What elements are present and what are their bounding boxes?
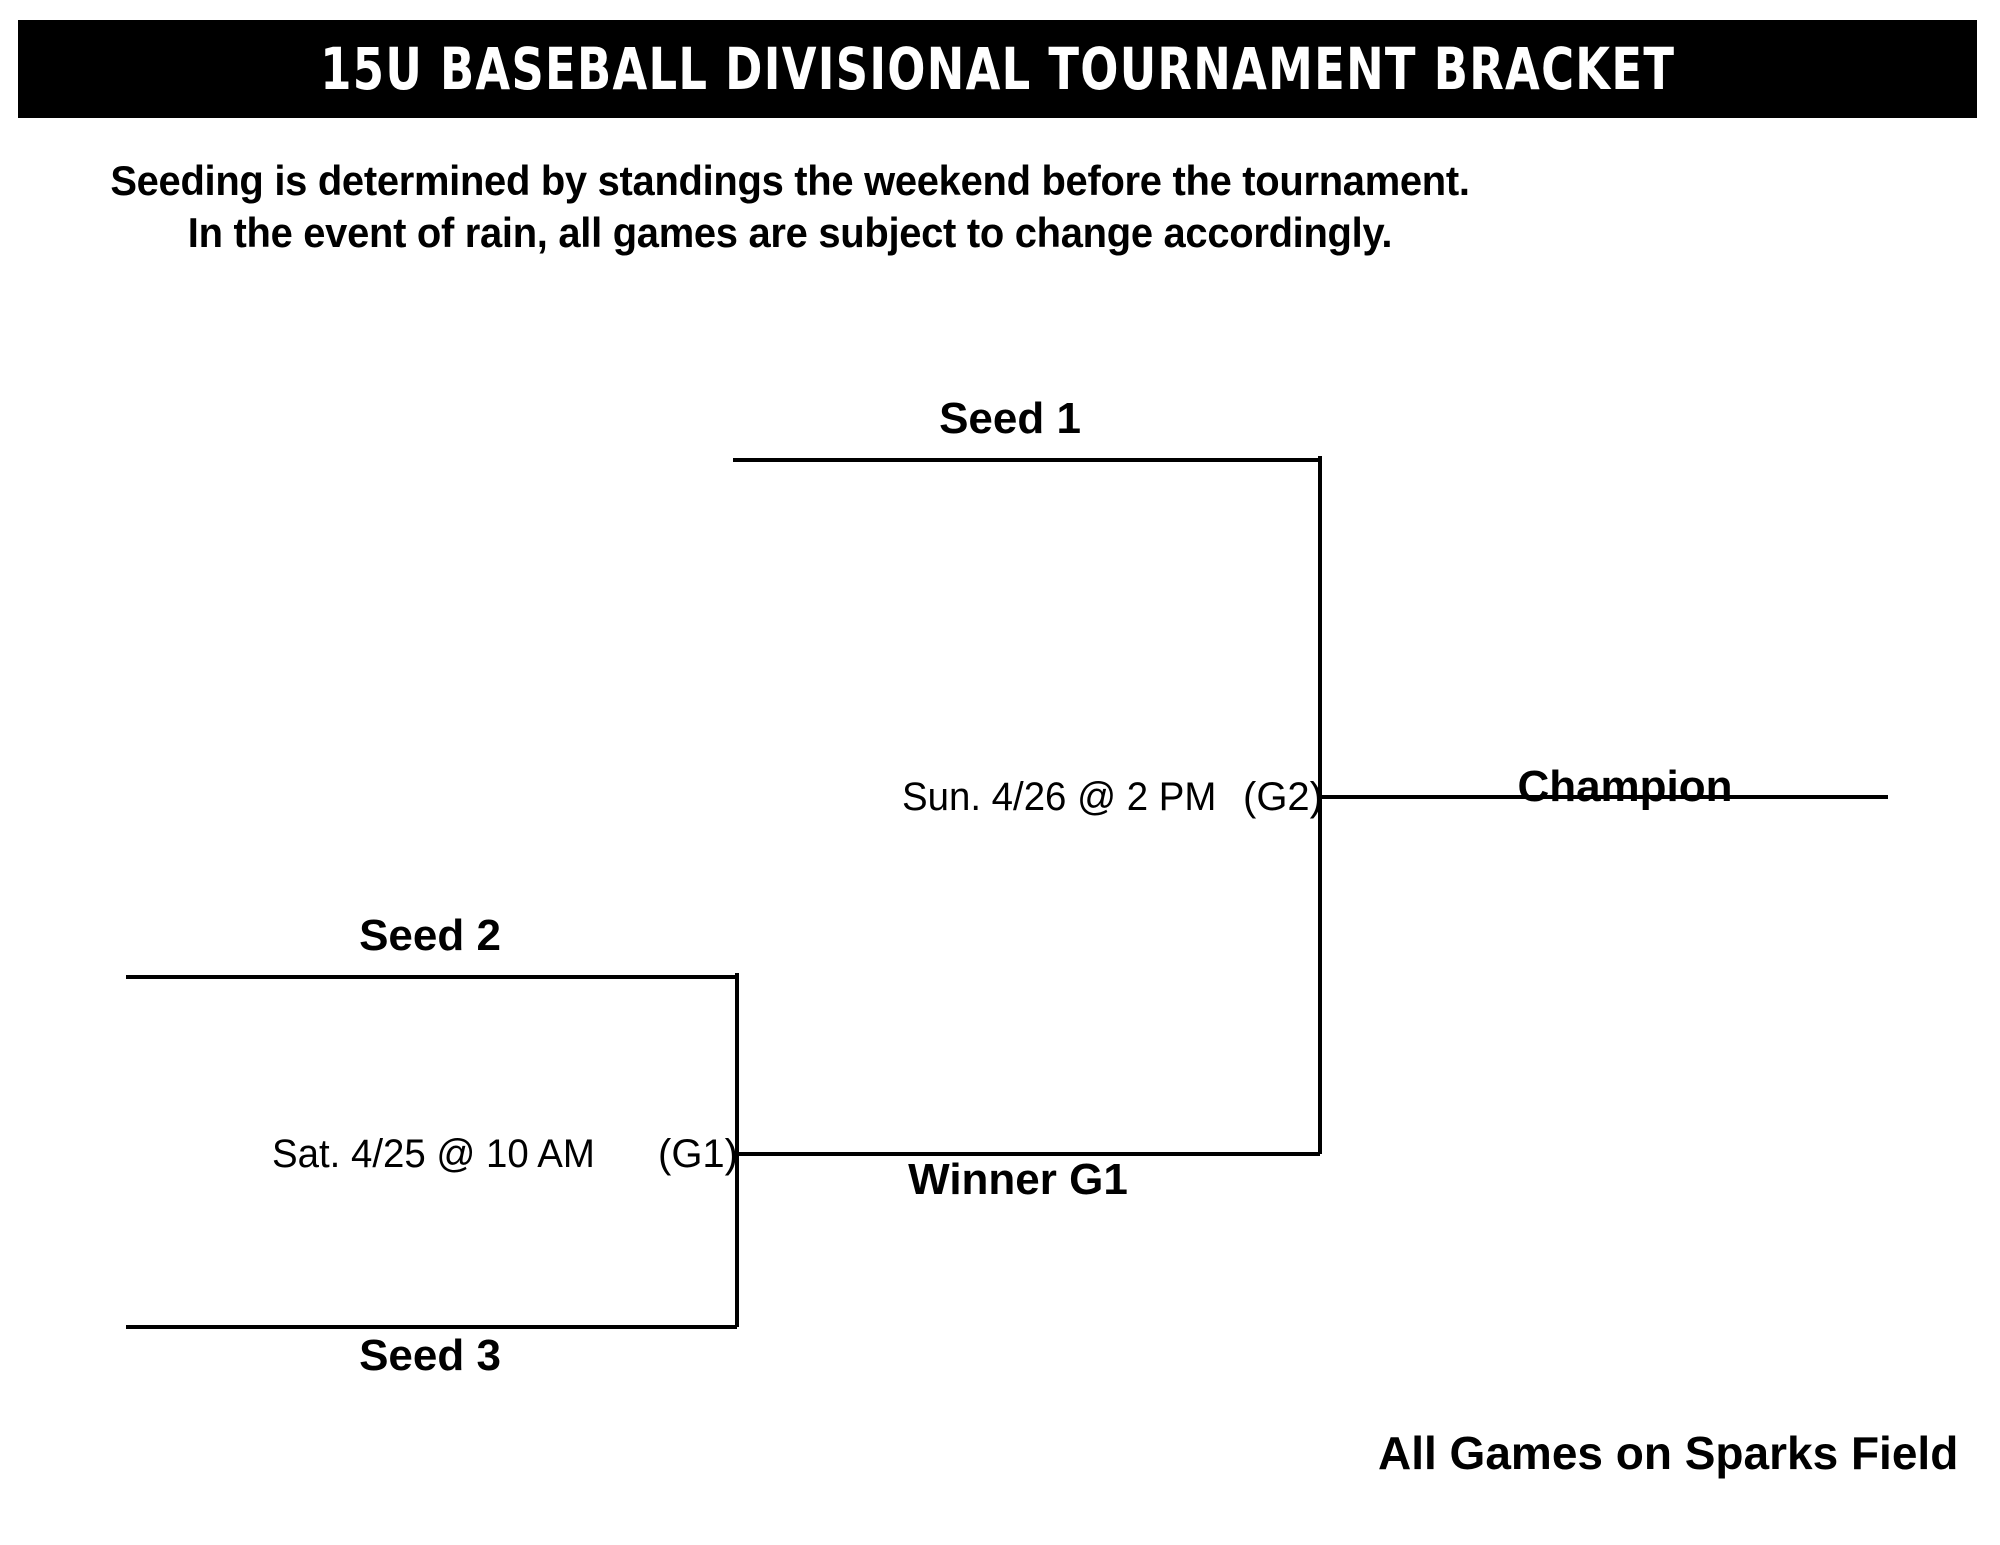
game-schedule-g2: Sun. 4/26 @ 2 PM	[902, 775, 1217, 819]
subtitle-line-2: In the event of rain, all games are subj…	[187, 209, 1393, 256]
subtitle-line-1: Seeding is determined by standings the w…	[110, 157, 1470, 204]
slot-label-seed-3: Seed 3	[359, 1331, 501, 1380]
bracket-line-seed-3	[126, 1325, 737, 1329]
bracket-connector-g2	[1318, 456, 1322, 1154]
page-title: 15U Baseball Divisional Tournament Brack…	[320, 35, 1675, 103]
bracket-line-champion	[1318, 795, 1888, 799]
bracket-connector-g1	[735, 973, 739, 1327]
game-code-g1: (G1)	[658, 1132, 738, 1176]
footer-venue-note: All Games on Sparks Field	[1378, 1427, 1959, 1479]
bracket-line-winner-g1	[735, 1152, 1320, 1156]
slot-label-seed-1: Seed 1	[939, 394, 1081, 443]
game-code-g2: (G2)	[1243, 775, 1323, 819]
bracket-line-seed-1	[733, 458, 1322, 462]
game-schedule-g1: Sat. 4/25 @ 10 AM	[272, 1132, 595, 1176]
title-banner: 15U Baseball Divisional Tournament Brack…	[18, 20, 1977, 118]
slot-label-seed-2: Seed 2	[359, 911, 501, 960]
slot-label-champion: Champion	[1517, 762, 1733, 811]
slot-label-winner-g1: Winner G1	[908, 1155, 1128, 1204]
subtitle-block: Seeding is determined by standings the w…	[0, 155, 1580, 259]
bracket-line-seed-2	[126, 975, 737, 979]
